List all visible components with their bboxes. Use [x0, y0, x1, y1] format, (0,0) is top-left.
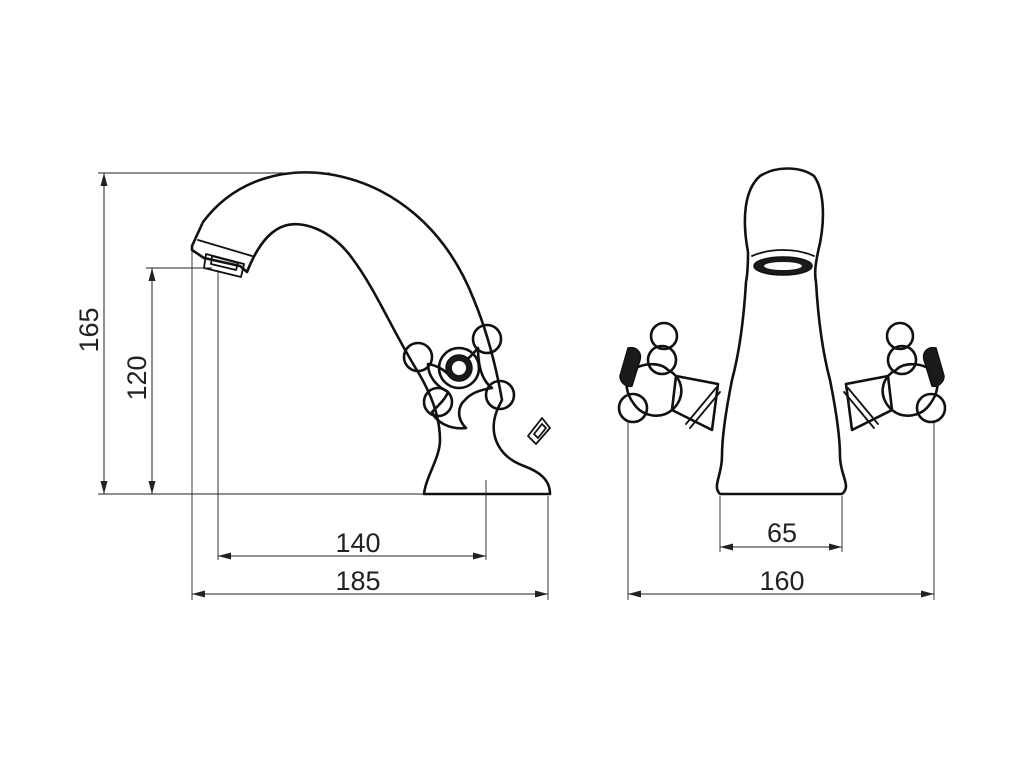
dim-label-140: 140: [335, 528, 380, 558]
side-view: [190, 171, 552, 560]
front-view: [617, 167, 947, 496]
side-view-body-outline: [190, 171, 552, 496]
dim-label-165: 165: [74, 307, 104, 352]
front-view-body-outline: [715, 167, 848, 496]
front-view-right-handle-cap: [922, 346, 945, 388]
side-view-cross-handle: [402, 323, 516, 430]
side-view-aerator: [203, 253, 245, 278]
front-view-left-handle-cap: [619, 346, 642, 388]
side-view-spout-tip-line: [197, 239, 253, 257]
front-view-dimensions: 65 160: [627, 420, 935, 600]
side-view-handle-hub-outer: [437, 346, 481, 390]
front-view-right-handle: [843, 321, 947, 432]
front-view-left-handle: [617, 321, 721, 432]
dim-label-160: 160: [759, 566, 804, 596]
side-view-lift-rod: [527, 417, 551, 445]
side-view-dimensions: 165 120 140 185: [74, 172, 549, 600]
dim-label-120: 120: [122, 355, 152, 400]
dim-label-185: 185: [335, 566, 380, 596]
dim-label-65: 65: [767, 518, 797, 548]
